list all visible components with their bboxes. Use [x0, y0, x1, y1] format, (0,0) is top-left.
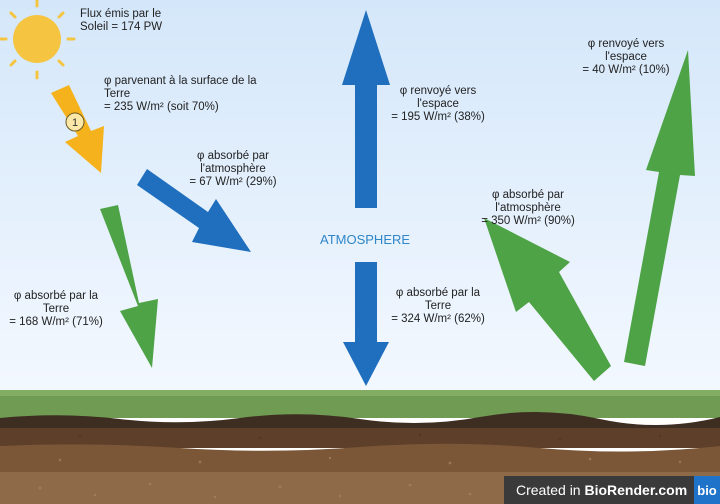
earth-to-space-label: φ renvoyé vers l'espace = 40 W/m² (10%) [582, 38, 670, 76]
sun-icon [0, 0, 76, 80]
step-number-badge: 1 [65, 112, 85, 132]
atmosphere-absorbed-shortwave-arrow [137, 169, 251, 252]
earth-absorbed-shortwave-arrow [100, 205, 158, 368]
surface-reach-label: φ parvenant à la surface de la Terre = 2… [104, 75, 257, 113]
biorender-logo-icon: bio [694, 476, 720, 504]
sun-flux-label: Flux émis par le Soleil = 174 PW [80, 8, 163, 33]
credit-text: Created in BioRender.com [516, 482, 688, 498]
earth-to-atmosphere-label: φ absorbé par l'atmosphère = 350 W/m² (9… [481, 189, 575, 227]
biorender-credit[interactable]: Created in BioRender.com bio [504, 476, 720, 504]
atmosphere-to-earth-label: φ absorbé par la Terre = 324 W/m² (62%) [391, 287, 485, 325]
earth-absorbed-shortwave-label: φ absorbé par la Terre = 168 W/m² (71%) [9, 290, 103, 328]
earth-to-space-arrow [624, 50, 695, 366]
svg-text:1: 1 [72, 117, 78, 129]
atmosphere-absorbed-shortwave-label: φ absorbé par l'atmosphère = 67 W/m² (29… [189, 150, 277, 188]
atmosphere-to-earth-arrow [343, 262, 389, 386]
atmosphere-to-space-label: φ renvoyé vers l'espace = 195 W/m² (38%) [391, 85, 485, 123]
atmosphere-to-space-arrow [342, 10, 390, 208]
earth-to-atmosphere-arrow [484, 218, 611, 381]
atmosphere-label: ATMOSPHERE [320, 232, 411, 247]
